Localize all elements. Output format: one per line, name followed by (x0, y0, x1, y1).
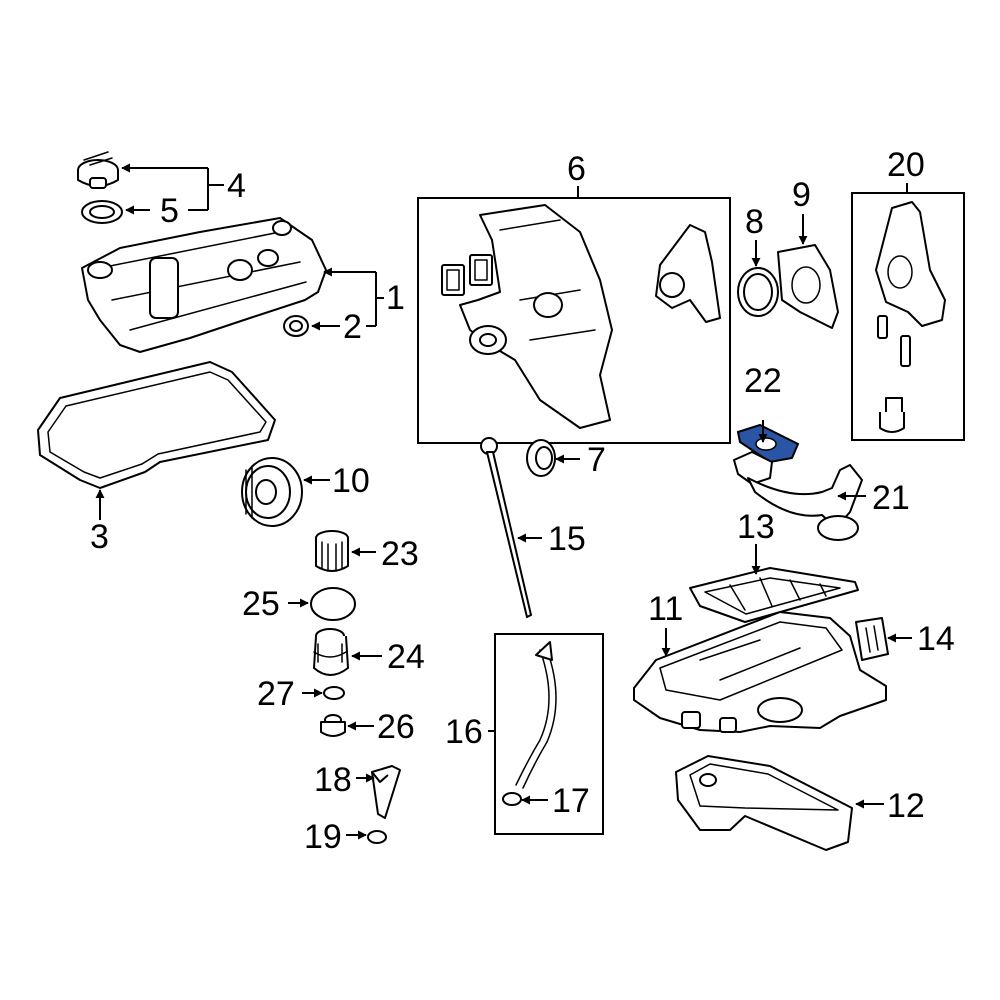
part-24-filter-cap[interactable] (313, 628, 349, 676)
part-19-o-ring[interactable] (367, 830, 387, 844)
part-25-o-ring[interactable] (310, 587, 356, 621)
part-11-upper-oil-pan[interactable] (633, 611, 887, 733)
callout-15[interactable]: 15 (548, 520, 586, 558)
part-23-oil-filter[interactable] (315, 530, 349, 572)
leader-lines (95, 163, 912, 840)
part-9-rear-seal-retainer[interactable] (777, 244, 839, 329)
part-15-dipstick[interactable] (480, 437, 532, 618)
callout-12[interactable]: 12 (887, 787, 925, 825)
callout-14[interactable]: 14 (917, 620, 955, 658)
callout-2[interactable]: 2 (343, 308, 362, 346)
part-18-tube-bracket[interactable] (371, 765, 401, 819)
callout-8[interactable]: 8 (745, 203, 764, 241)
callout-25[interactable]: 25 (242, 585, 280, 623)
callout-24[interactable]: 24 (387, 638, 425, 676)
callout-6[interactable]: 6 (567, 150, 586, 188)
part-20-oil-pump[interactable] (875, 201, 946, 433)
group-box-16 (494, 633, 604, 835)
part-17-tube-o-ring[interactable] (502, 792, 522, 806)
callout-10[interactable]: 10 (332, 462, 370, 500)
callout-18[interactable]: 18 (314, 761, 352, 799)
part-27-small-o-ring[interactable] (323, 686, 345, 700)
callout-21[interactable]: 21 (872, 479, 910, 517)
callout-3[interactable]: 3 (90, 518, 109, 556)
callout-23[interactable]: 23 (381, 535, 419, 573)
callout-22[interactable]: 22 (744, 362, 782, 400)
part-7-front-seal[interactable] (526, 439, 556, 477)
part-14-oil-screen[interactable] (855, 617, 889, 661)
part-1-valve-cover[interactable] (81, 217, 327, 353)
part-12-lower-oil-pan[interactable] (675, 755, 853, 851)
part-8-seal-ring[interactable] (737, 267, 779, 317)
group-box-6 (417, 197, 731, 444)
part-16-dipstick-tube[interactable] (515, 641, 557, 789)
callout-1[interactable]: 1 (386, 279, 405, 317)
callout-19[interactable]: 19 (304, 818, 342, 856)
callout-16[interactable]: 16 (445, 713, 483, 751)
part-21-oil-pickup[interactable] (733, 451, 863, 541)
callout-13[interactable]: 13 (737, 508, 775, 546)
callout-7[interactable]: 7 (587, 441, 606, 479)
part-3-valve-cover-gasket[interactable] (37, 361, 276, 489)
callout-11[interactable]: 11 (648, 590, 683, 628)
part-26-drain-plug[interactable] (320, 714, 346, 737)
part-6-timing-cover[interactable] (441, 204, 721, 429)
part-5-cap-gasket[interactable] (81, 200, 123, 224)
part-4-oil-filler-cap[interactable] (77, 151, 119, 189)
part-2-seal[interactable] (283, 315, 309, 337)
callout-labels: 1 2 3 4 5 6 7 8 9 10 11 12 13 14 15 16 1… (90, 146, 955, 856)
callout-5[interactable]: 5 (160, 192, 179, 230)
callout-27[interactable]: 27 (257, 675, 295, 713)
callout-17[interactable]: 17 (552, 782, 590, 820)
callout-9[interactable]: 9 (792, 176, 811, 214)
callout-20[interactable]: 20 (887, 146, 925, 184)
part-10-crank-pulley[interactable] (241, 457, 303, 527)
callout-26[interactable]: 26 (377, 708, 415, 746)
callout-4[interactable]: 4 (227, 167, 246, 205)
part-13-baffle-plate[interactable] (689, 567, 859, 623)
